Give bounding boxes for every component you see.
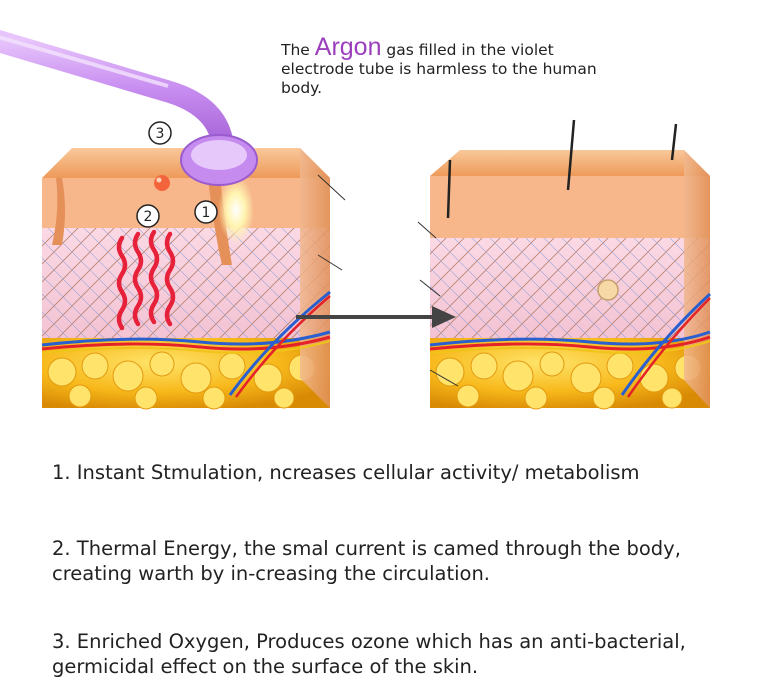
- marker-two: 2: [136, 204, 160, 228]
- skin-treatment-diagram: 3 2 1: [0, 30, 712, 410]
- transition-arrow: [296, 306, 456, 328]
- svg-text:3: 3: [156, 126, 165, 142]
- caption-argon-highlight: Argon: [314, 33, 382, 61]
- marker-three: 3: [148, 121, 172, 145]
- note-thermal-energy: 2. Thermal Energy, the smal current is c…: [52, 537, 681, 585]
- ozone-bubble: [154, 175, 170, 191]
- svg-text:2: 2: [144, 209, 153, 225]
- argon-caption: The Argon gas filled in the violet elect…: [281, 35, 611, 98]
- healthy-skin-block: [417, 119, 712, 410]
- note-instant-stimulation: 1. Instant Stmulation, ncreases cellular…: [52, 461, 640, 484]
- caption-prefix: The: [281, 41, 315, 59]
- svg-text:1: 1: [202, 205, 211, 221]
- caption-suffix: gas filled in the violet electrode tube …: [281, 41, 597, 97]
- epidermis-left: [42, 178, 330, 228]
- treated-skin-block: [41, 148, 346, 410]
- marker-one: 1: [194, 200, 218, 224]
- epidermis-right: [430, 176, 710, 238]
- note-enriched-oxygen: 3. Enriched Oxygen, Produces ozone which…: [52, 630, 686, 678]
- stimulation-glow: [218, 176, 254, 244]
- violet-electrode-tube: [0, 30, 258, 186]
- heat-waves: [116, 229, 176, 331]
